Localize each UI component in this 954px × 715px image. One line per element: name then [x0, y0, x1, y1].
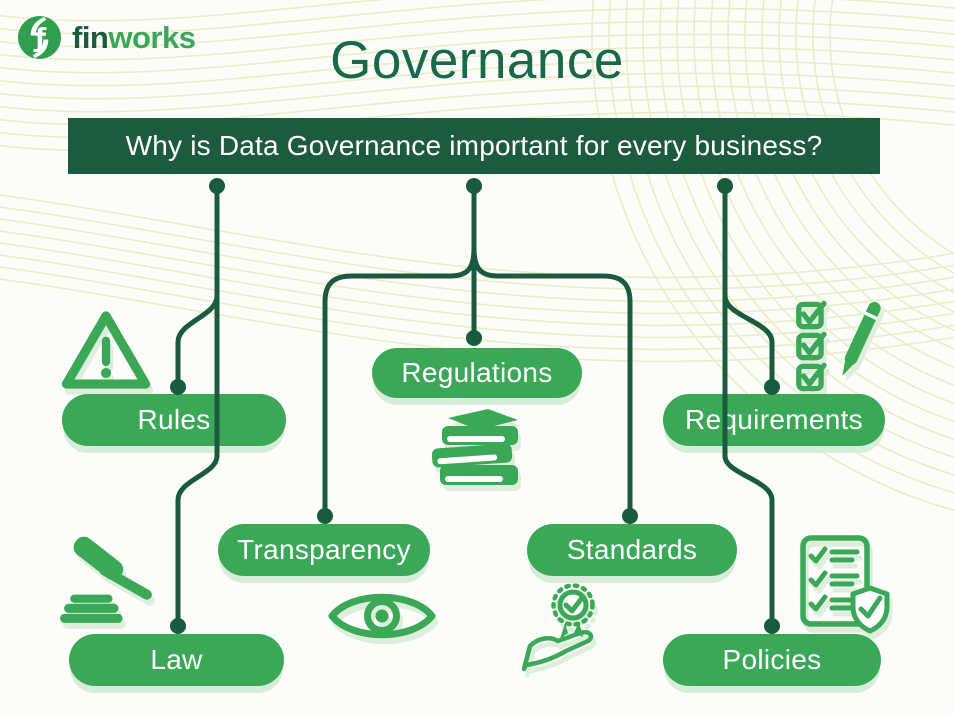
- warning-triangle-icon: [60, 306, 152, 394]
- finworks-circle-f-icon: ƒ: [17, 15, 62, 60]
- brand-logo: ƒ finworks: [16, 14, 196, 61]
- brand-logo-text: finworks: [72, 20, 196, 55]
- node-rules: Rules: [62, 394, 286, 446]
- question-banner: Why is Data Governance important for eve…: [68, 118, 880, 174]
- node-label: Requirements: [685, 404, 863, 435]
- checklist-pencil-icon: [793, 298, 885, 396]
- node-standards: Standards: [527, 524, 737, 576]
- award-in-hand-icon: [516, 578, 616, 674]
- node-label: Standards: [566, 534, 698, 565]
- node-label: Regulations: [401, 357, 553, 388]
- node-requirements: Requirements: [663, 394, 885, 446]
- books-stack-icon: [418, 406, 530, 500]
- node-policies: Policies: [663, 634, 881, 686]
- brand-name-secondary: works: [108, 20, 196, 55]
- brand-name-primary: fin: [72, 20, 109, 55]
- question-text: Why is Data Governance important for eve…: [125, 130, 823, 161]
- node-label: Transparency: [237, 534, 411, 565]
- node-label: Law: [150, 644, 203, 675]
- node-regulations: Regulations: [372, 348, 582, 398]
- node-label: Policies: [722, 644, 822, 675]
- eye-icon: [326, 585, 438, 647]
- node-transparency: Transparency: [218, 524, 430, 576]
- svg-text:ƒ: ƒ: [33, 23, 47, 53]
- clipboard-shield-icon: [797, 534, 892, 636]
- page-title: Governance: [330, 31, 624, 90]
- node-label: Rules: [137, 404, 211, 435]
- gavel-icon: [58, 530, 164, 626]
- node-law: Law: [69, 634, 284, 686]
